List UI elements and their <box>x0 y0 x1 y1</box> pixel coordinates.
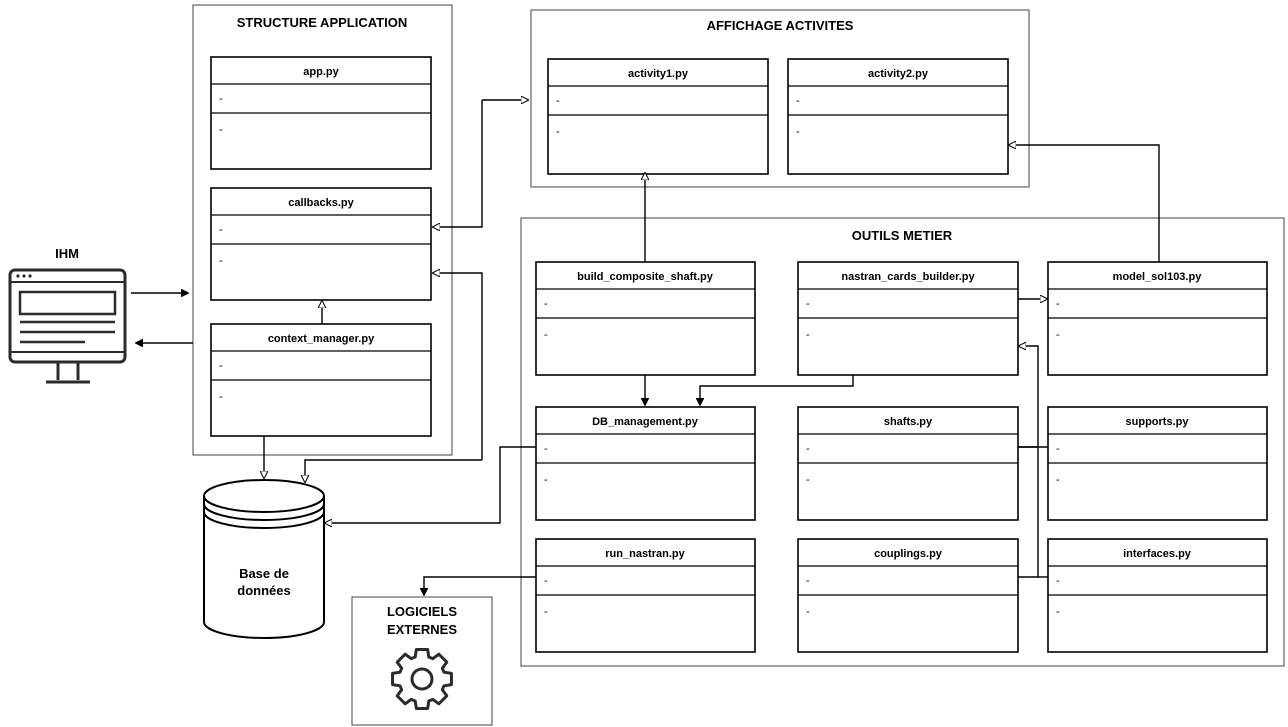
gear-outline <box>391 648 453 710</box>
class-attributes: - <box>219 93 223 105</box>
class-name-model-sol103: model_sol103.py <box>1113 271 1203 283</box>
arrow-to-callbacks-top <box>433 100 483 227</box>
external-software-node: LOGICIELS EXTERNES <box>351 596 493 726</box>
class-methods: - <box>556 126 560 138</box>
arrow-model-to-activity2 <box>1009 145 1160 262</box>
class-box-couplings: couplings.py - - <box>797 538 1019 653</box>
class-attributes: - <box>806 298 810 310</box>
class-box-build-composite-shaft: build_composite_shaft.py - - <box>535 261 756 376</box>
class-box-app: app.py - - <box>210 56 432 170</box>
class-name-activity2: activity2.py <box>868 68 929 80</box>
class-methods: - <box>806 474 810 486</box>
class-name-db-management: DB_management.py <box>592 416 699 428</box>
arrow-db-to-database <box>325 446 536 523</box>
class-methods: - <box>544 474 548 486</box>
class-methods: - <box>806 329 810 341</box>
monitor-icon <box>8 268 127 384</box>
class-box-context-manager: context_manager.py - - <box>210 323 432 437</box>
arrow-run-to-external <box>424 576 536 595</box>
class-box-run-nastran: run_nastran.py - - <box>535 538 756 653</box>
database-cylinder-icon <box>203 479 325 639</box>
class-attributes: - <box>219 224 223 236</box>
arrow-to-callbacks-bottom <box>433 273 483 460</box>
class-box-nastran-cards-builder: nastran_cards_builder.py - - <box>797 261 1019 376</box>
class-name-build-composite-shaft: build_composite_shaft.py <box>577 271 714 283</box>
class-attributes: - <box>1056 298 1060 310</box>
class-attributes: - <box>544 298 548 310</box>
class-box-model-sol103: model_sol103.py - - <box>1047 261 1268 376</box>
class-box-supports: supports.py - - <box>1047 406 1268 521</box>
class-box-activity1: activity1.py - - <box>547 58 769 175</box>
database-label-line1: Base de <box>239 566 289 581</box>
class-box-db-management: DB_management.py - - <box>535 406 756 521</box>
gear-hub <box>410 667 434 691</box>
class-box-interfaces: interfaces.py - - <box>1047 538 1268 653</box>
class-name-activity1: activity1.py <box>628 68 689 80</box>
class-box-callbacks: callbacks.py - - <box>210 187 432 301</box>
class-attributes: - <box>806 575 810 587</box>
class-methods: - <box>806 606 810 618</box>
database-label-line2: données <box>237 583 290 598</box>
database-node: Base de données <box>203 479 325 639</box>
class-name-run-nastran: run_nastran.py <box>605 548 685 560</box>
external-label-line1: LOGICIELS <box>387 604 457 619</box>
class-methods: - <box>544 606 548 618</box>
class-methods: - <box>1056 474 1060 486</box>
class-name-callbacks: callbacks.py <box>288 197 354 209</box>
class-box-activity2: activity2.py - - <box>787 58 1009 175</box>
group-title-structure: STRUCTURE APPLICATION <box>237 15 407 30</box>
class-methods: - <box>796 126 800 138</box>
class-methods: - <box>219 255 223 267</box>
class-methods: - <box>219 124 223 136</box>
ihm-node: IHM <box>8 246 127 384</box>
class-name-nastran-cards-builder: nastran_cards_builder.py <box>841 271 975 283</box>
external-label-line2: EXTERNES <box>387 622 457 637</box>
class-box-shafts: shafts.py - - <box>797 406 1019 521</box>
class-attributes: - <box>806 443 810 455</box>
class-name-context-manager: context_manager.py <box>268 333 375 345</box>
class-methods: - <box>1056 606 1060 618</box>
class-methods: - <box>1056 329 1060 341</box>
connectors <box>131 100 1160 595</box>
class-attributes: - <box>1056 575 1060 587</box>
ihm-label: IHM <box>55 246 79 261</box>
class-name-shafts: shafts.py <box>884 416 933 428</box>
class-attributes: - <box>544 575 548 587</box>
class-attributes: - <box>219 360 223 372</box>
group-title-affichage: AFFICHAGE ACTIVITES <box>707 18 854 33</box>
class-name-couplings: couplings.py <box>874 548 943 560</box>
class-name-app: app.py <box>303 66 339 78</box>
group-title-outils: OUTILS METIER <box>852 228 953 243</box>
class-attributes: - <box>796 95 800 107</box>
class-name-interfaces: interfaces.py <box>1123 548 1192 560</box>
arrow-nastran-to-db <box>700 375 854 405</box>
gear-icon <box>391 648 453 710</box>
class-attributes: - <box>1056 443 1060 455</box>
class-methods: - <box>544 329 548 341</box>
class-attributes: - <box>556 95 560 107</box>
class-methods: - <box>219 391 223 403</box>
arrow-to-database-right <box>305 459 482 482</box>
class-name-supports: supports.py <box>1126 416 1190 428</box>
class-attributes: - <box>544 443 548 455</box>
